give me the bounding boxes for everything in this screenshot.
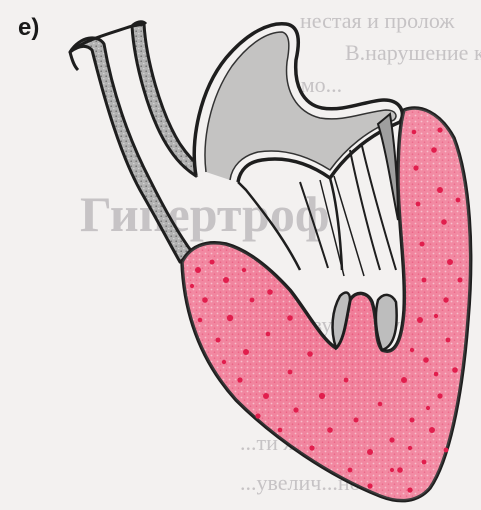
left-atrium (194, 24, 402, 182)
panel-label: e) (18, 14, 39, 42)
aorta-wall (70, 24, 204, 262)
